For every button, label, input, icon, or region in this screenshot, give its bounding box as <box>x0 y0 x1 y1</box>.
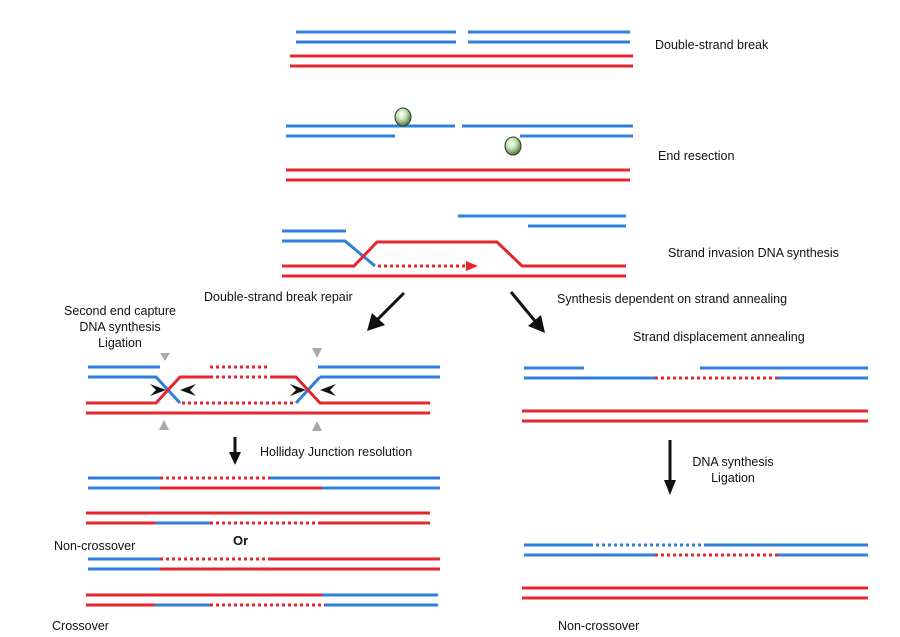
arrowhead-icon <box>290 384 306 396</box>
label-holliday-resolution: Holliday Junction resolution <box>260 445 412 459</box>
grey-marker-icon <box>312 421 322 431</box>
label-ligation: Ligation <box>98 336 142 350</box>
grey-marker-icon <box>160 353 170 361</box>
label-dna-synthesis: DNA synthesis <box>79 320 160 334</box>
stage-strand-displacement <box>522 366 868 423</box>
arrowhead-icon <box>150 384 166 396</box>
red-strand-crossing-right <box>270 375 430 405</box>
label-non-crossover-left: Non-crossover <box>54 539 135 553</box>
resection-protein-icon <box>504 136 522 156</box>
label-crossover: Crossover <box>52 619 109 633</box>
label-dsbr: Double-strand break repair <box>204 290 353 304</box>
label-sdsa: Synthesis dependent on strand annealing <box>557 292 787 306</box>
grey-marker-icon <box>159 420 169 430</box>
label-or: Or <box>233 533 248 548</box>
label-second-end-capture: Second end capture <box>64 304 176 318</box>
stage-double-strand-break <box>290 30 633 68</box>
resection-protein-icon <box>394 107 412 127</box>
product-crossover <box>86 557 440 607</box>
label-end-resection: End resection <box>658 149 734 163</box>
product-non-crossover-right <box>522 543 868 600</box>
arrowhead-icon <box>180 384 196 396</box>
label-strand-invasion: Strand invasion DNA synthesis <box>668 246 839 260</box>
arrow-down-sdsa <box>664 440 676 495</box>
arrow-down-holliday <box>229 437 241 465</box>
label-double-strand-break: Double-strand break <box>655 38 769 52</box>
blue-strand-invading <box>282 239 376 268</box>
arrowhead-icon <box>320 384 336 396</box>
arrow-to-sdsa <box>509 291 545 333</box>
stage-end-resection <box>286 107 633 182</box>
blue-strand-crossing-left <box>88 375 182 405</box>
label-dna-synthesis-right: DNA synthesis <box>692 455 773 469</box>
synthesis-arrowhead <box>466 261 478 271</box>
label-strand-displacement: Strand displacement annealing <box>633 330 805 344</box>
label-non-crossover-right: Non-crossover <box>558 619 639 633</box>
red-strand-crossing-left <box>86 375 210 405</box>
stage-double-holliday-junction <box>86 348 440 431</box>
label-ligation-right: Ligation <box>711 471 755 485</box>
stage-strand-invasion <box>282 214 626 278</box>
arrow-to-dsbr <box>367 291 406 331</box>
red-strand-displaced <box>282 240 626 268</box>
product-non-crossover-left <box>86 476 440 525</box>
grey-marker-icon <box>312 348 322 358</box>
